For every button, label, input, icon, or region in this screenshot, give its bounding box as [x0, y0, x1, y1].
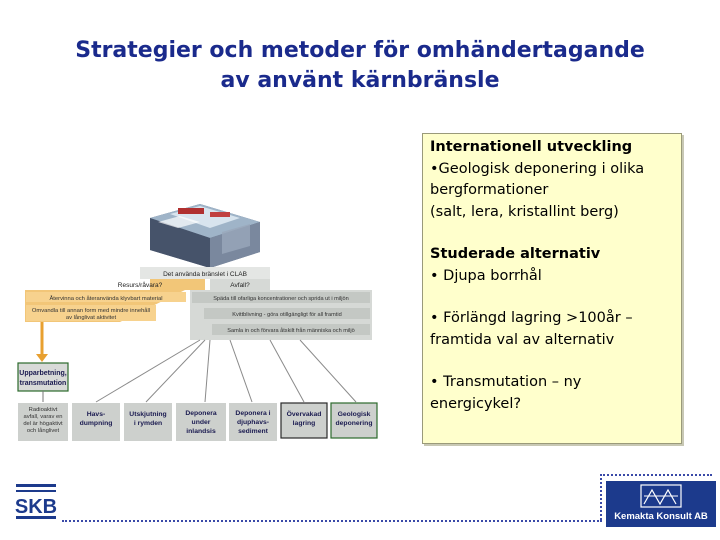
upparbetning-line2: transmutation [20, 380, 67, 387]
slide-title-line1: Strategier och metoder för omhändertagan… [75, 38, 645, 63]
info-item-lagring-line2: framtida val av alternativ [430, 331, 615, 348]
left-box-transform-line2: av långlivat aktivitet [66, 314, 117, 321]
footer-dotted-top [600, 474, 712, 476]
info-box: Internationell utveckling •Geologisk dep… [422, 133, 682, 444]
resurs-label: Resurs/råvara? [118, 281, 163, 289]
bottom-box-djuphav-l2: djuphavs- [237, 419, 269, 426]
right-box-dispose [204, 308, 370, 319]
kemakta-logo-name: Kemakta Konsult AB [614, 511, 708, 522]
bottom-box-overvakad-l1: Övervakad [287, 409, 322, 418]
right-box-store-text: Samla in och förvara åtskilt från männis… [227, 327, 354, 334]
info-item-geologisk-line1: •Geologisk deponering i olika [430, 160, 645, 177]
bottom-box-havsdumpning [72, 403, 120, 441]
skb-logo: SKB [14, 482, 58, 522]
bottom-box-inlandsis-l2: under [192, 419, 211, 426]
bottom-box-overvakad-l2: lagring [293, 420, 316, 427]
skb-logo-text: SKB [15, 496, 57, 518]
bottom-box-radioaktivt [18, 403, 68, 441]
bottom-box-inlandsis [176, 403, 226, 441]
info-heading-alternatives: Studerade alternativ [430, 246, 601, 262]
left-box-transform-line1: Omvandla till annan form med mindre inne… [32, 307, 150, 314]
upparbetning-line1: Upparbetning, [19, 370, 66, 377]
arrowhead-upparbetning [36, 354, 48, 362]
kemakta-emblem-icon [640, 484, 682, 508]
bottom-box-djuphav [229, 403, 277, 441]
bottom-boxes: Radioaktivt avfall, varav en del är höga… [18, 402, 378, 441]
bottom-box-radioaktivt-l2: avfall, varav en [24, 414, 63, 420]
kemakta-logo: Kemakta Konsult AB [606, 481, 716, 527]
waste-connectors [95, 339, 357, 403]
bottom-box-radioaktivt-l1: Radioaktivt [29, 407, 58, 413]
bottom-box-djuphav-l1: Deponera i [235, 410, 270, 417]
info-item-borrhal: • Djupa borrhål [430, 267, 542, 284]
bottom-box-inlandsis-l1: Deponera [185, 410, 217, 417]
upparbetning-box [17, 362, 69, 392]
bottom-box-inlandsis-l3: inlandsis [186, 428, 216, 435]
left-box-recycle-text: Återvinna och återanvända klyvbart mater… [49, 295, 162, 302]
clab-label: Det använda bränslet i CLAB [163, 271, 247, 278]
info-item-lagring-line1: • Förlängd lagring >100år – [430, 310, 633, 326]
clab-label-box [140, 267, 270, 279]
left-box-recycle [26, 292, 186, 302]
right-box-dispose-text: Kvittblivning - göra otillgängligt för a… [232, 312, 341, 318]
info-item-transmutation-line1: • Transmutation – ny [430, 374, 582, 390]
bottom-box-radioaktivt-l4: och långlivet [27, 427, 60, 434]
info-item-geologisk-line3: (salt, lera, kristallint berg) [430, 203, 619, 220]
left-box-transform [26, 305, 156, 321]
bottom-box-utskjutning [124, 403, 172, 441]
bottom-box-utskjutning-l1: Utskjutning [129, 411, 166, 418]
footer-dotted-vertical [600, 474, 602, 520]
bottom-box-geologisk-l2: deponering [335, 420, 372, 427]
bottom-box-overvakad [280, 402, 328, 439]
bottom-box-utskjutning-l2: i rymden [134, 420, 162, 427]
bottom-box-geologisk-l1: Geologisk [338, 411, 371, 418]
slide-title-line2: av använt kärnbränsle [220, 68, 500, 93]
info-item-geologisk-line2: bergformationer [430, 182, 549, 198]
bottom-box-geologisk [330, 402, 378, 439]
slide-title: Strategier och metoder för omhändertagan… [40, 36, 680, 96]
info-heading-international: Internationell utveckling [430, 139, 633, 155]
bottom-box-havsdumpning-l1: Havs- [87, 411, 106, 418]
right-box-dilute [192, 292, 370, 303]
bottom-box-havsdumpning-l2: dumpning [80, 420, 113, 427]
right-box-dilute-text: Späda till ofarliga koncentrationer och … [213, 296, 349, 302]
right-box-store [212, 324, 370, 335]
bottom-box-djuphav-l3: sediment [238, 428, 269, 435]
bottom-box-radioaktivt-l3: del är högaktivt [23, 421, 63, 427]
footer-dotted-line [62, 520, 602, 522]
clab-facility-illustration [150, 204, 260, 268]
info-item-transmutation-line2: energicykel? [430, 395, 522, 412]
avfall-label: Avfall? [230, 282, 250, 289]
